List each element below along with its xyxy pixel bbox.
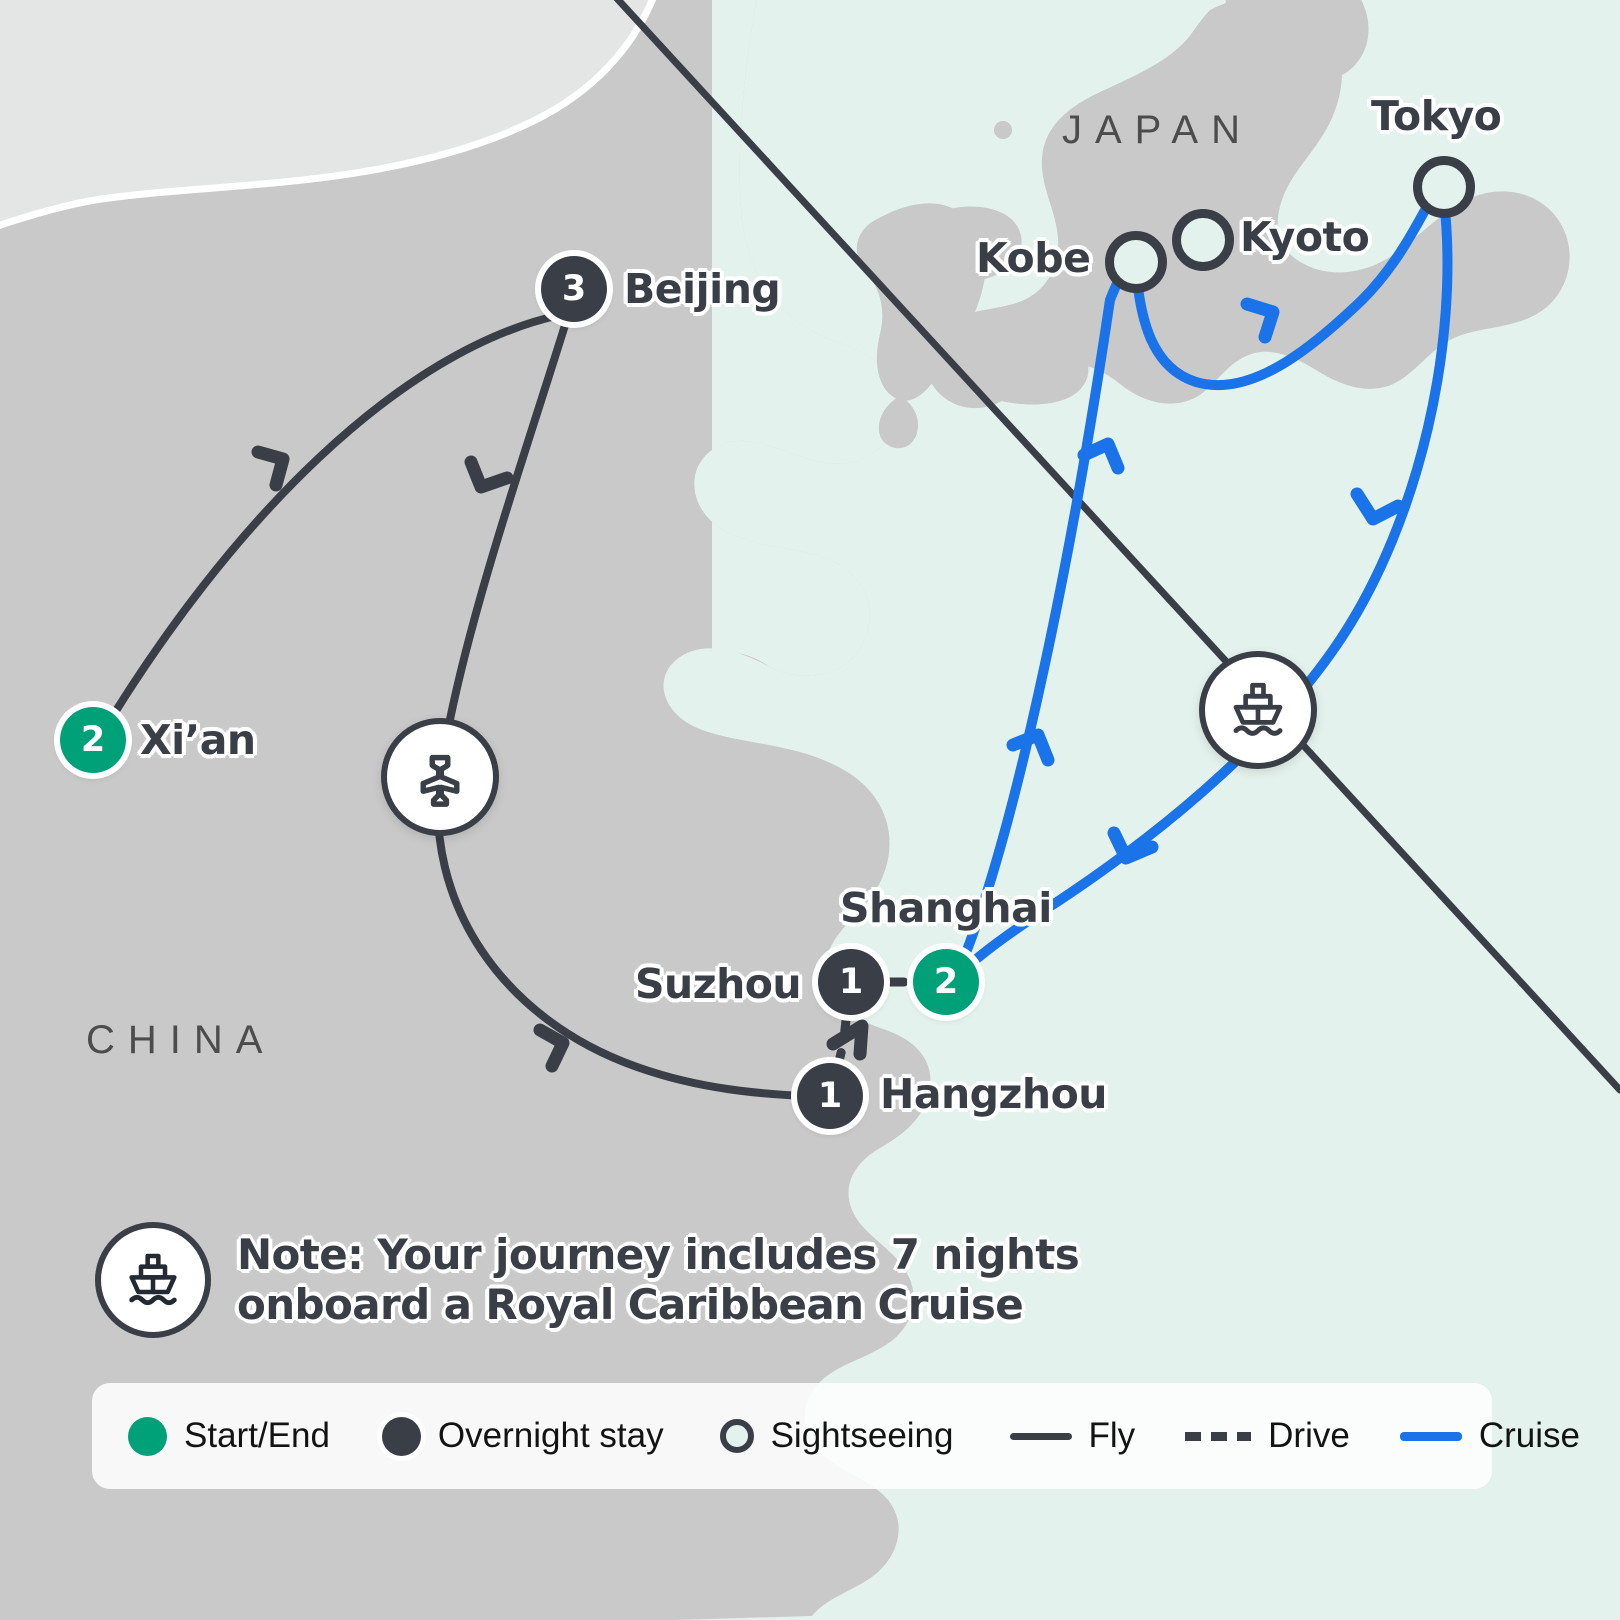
legend-item-overnight: Overnight stay: [381, 1416, 664, 1456]
legend-label-start-end: Start/End: [184, 1416, 330, 1455]
cruise-ship-icon: [1233, 682, 1283, 736]
city-label-kyoto: Kyoto: [1240, 213, 1370, 261]
marker-kobe[interactable]: [1105, 231, 1167, 293]
city-label-shanghai: Shanghai: [840, 884, 1052, 932]
marker-tokyo[interactable]: [1413, 156, 1475, 218]
marker-kyoto[interactable]: [1172, 209, 1234, 271]
legend-item-fly: Fly: [1009, 1416, 1136, 1456]
legend-label-fly: Fly: [1088, 1416, 1136, 1455]
japan-western-island: [910, 206, 1022, 282]
cruise-arrow-tokyo-down: [1350, 487, 1405, 526]
country-label-china: CHINA: [86, 1018, 276, 1062]
country-label-japan: JAPAN: [1062, 108, 1253, 152]
korea-peninsula-tail: [878, 396, 919, 449]
japan-small-island: [994, 121, 1012, 139]
city-label-xian: Xi’an: [140, 716, 256, 764]
cruise-arrow-kobe-tokyo: [1240, 297, 1280, 344]
fly-route-beijing-hangzhou: [433, 318, 810, 1100]
marker-badge-suzhou: 1: [838, 962, 864, 1002]
fly-arrow-beijing-mid: [464, 455, 514, 494]
note-ship-badge: [95, 1222, 211, 1338]
legend-item-start-end: Start/End: [128, 1416, 330, 1456]
marker-shanghai[interactable]: 2: [913, 949, 979, 1015]
bohai-bay: [694, 0, 898, 676]
cruise-route-shanghai-kobe: [947, 257, 1136, 991]
japan-kyushu: [931, 326, 1001, 386]
fly-arrow-beijing-xian: [251, 445, 290, 492]
city-label-hangzhou: Hangzhou: [880, 1070, 1107, 1118]
note-line-1: Note: Your journey includes 7 nights: [237, 1230, 1080, 1280]
fly-arrow-hangzhou-approach: [533, 1023, 570, 1073]
cruise-arrow-shanghai-return: [1107, 826, 1159, 865]
legend-label-cruise: Cruise: [1478, 1416, 1580, 1455]
marker-badge-xian: 2: [80, 720, 106, 760]
cruise-ship-icon: [129, 1253, 177, 1306]
note-text: Note: Your journey includes 7 nights onb…: [237, 1230, 1080, 1329]
fly-line-icon: [1009, 1432, 1072, 1440]
cruise-route-kobe-tokyo: [1131, 189, 1439, 391]
marker-suzhou[interactable]: 1: [818, 949, 884, 1015]
cruise-route-tokyo-shanghai: [953, 195, 1453, 981]
cruise-arrow-shanghai-kobe-high: [1077, 437, 1125, 475]
mongolia-border: [0, 0, 657, 229]
marker-badge-shanghai: 2: [933, 962, 959, 1002]
city-label-kobe: Kobe: [976, 234, 1091, 282]
drive-arrow-suzhou: [826, 1019, 869, 1061]
legend-label-overnight: Overnight stay: [437, 1416, 664, 1455]
note-line-2: onboard a Royal Caribbean Cruise: [237, 1280, 1024, 1329]
airplane-icon: [420, 754, 460, 807]
legend-label-drive: Drive: [1268, 1416, 1350, 1455]
marker-badge-hangzhou: 1: [817, 1076, 843, 1116]
marker-xian[interactable]: 2: [60, 707, 126, 773]
sightseeing-ring-icon: [719, 1419, 754, 1453]
japan-honshu: [926, 0, 1570, 409]
cruise-arrow-shanghai-kobe-low: [1006, 728, 1055, 767]
legend-item-sightseeing: Sightseeing: [719, 1416, 954, 1456]
ship-marker[interactable]: [1199, 651, 1317, 769]
city-label-suzhou: Suzhou: [635, 960, 802, 1008]
fly-route-diagonal: [613, 0, 1620, 1094]
marker-hangzhou[interactable]: 1: [797, 1063, 863, 1129]
marker-badge-beijing: 3: [561, 269, 587, 309]
southern-coast: [700, 1469, 833, 1620]
map-legend: Start/End Overnight stay Sightseeing Fly…: [92, 1383, 1580, 1489]
start-end-dot-icon: [128, 1416, 167, 1456]
drive-line-icon: [1185, 1431, 1252, 1441]
legend-item-cruise: Cruise: [1399, 1416, 1580, 1456]
japan-hokkaido: [1225, 0, 1369, 83]
fly-route-beijing-xian: [94, 311, 564, 744]
japan-tiny-island: [944, 250, 958, 264]
plane-marker[interactable]: [381, 718, 499, 836]
mongolia-landmass: [0, 0, 653, 226]
cruise-line-icon: [1399, 1431, 1462, 1441]
marker-beijing[interactable]: 3: [541, 256, 607, 322]
legend-item-drive: Drive: [1185, 1416, 1350, 1456]
city-label-tokyo: Tokyo: [1371, 92, 1502, 140]
legend-label-sightseeing: Sightseeing: [770, 1416, 954, 1455]
city-label-beijing: Beijing: [624, 265, 781, 313]
cruise-note: Note: Your journey includes 7 nights onb…: [95, 1222, 1080, 1338]
overnight-dot-icon: [381, 1416, 421, 1456]
